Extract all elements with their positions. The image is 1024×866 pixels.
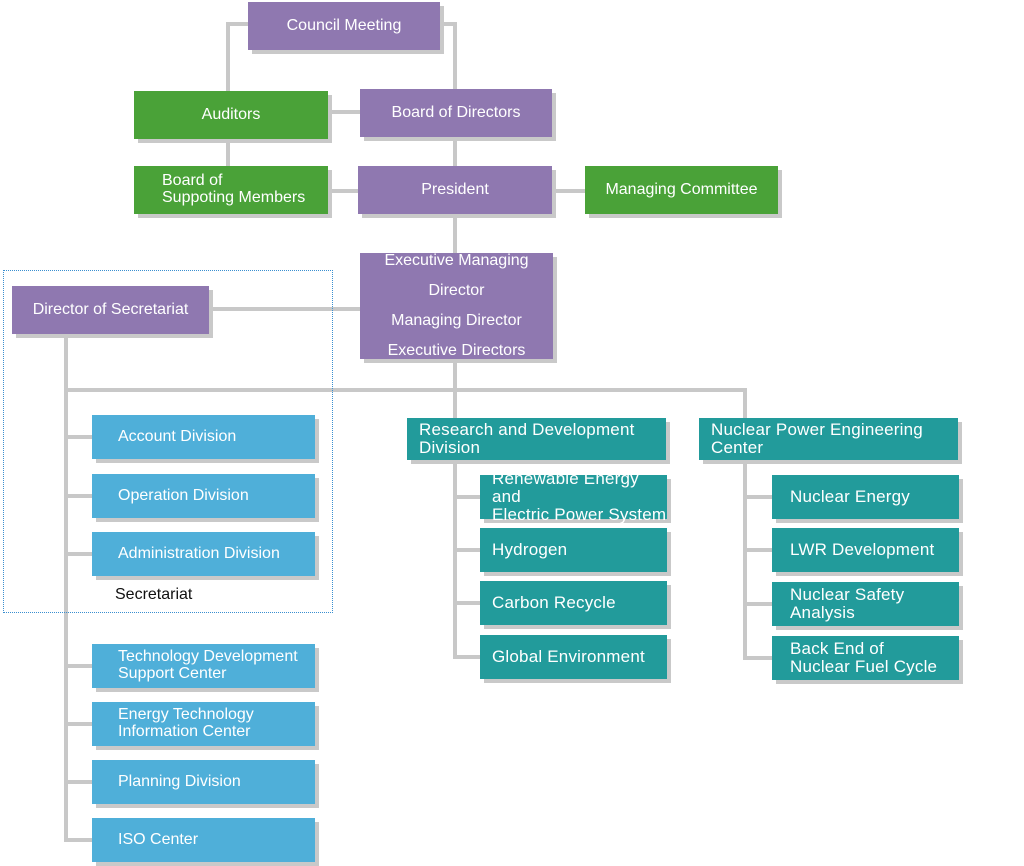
research-and-development-division-box: Research and Development Division	[407, 418, 666, 460]
operation-division-label: Operation Division	[118, 486, 249, 504]
council-meeting-box: Council Meeting	[248, 2, 440, 50]
renewable-energy-box: Renewable Energy and Electric Power Syst…	[480, 470, 667, 523]
energy-technology-information-center-box: Energy Technology Information Center	[92, 702, 315, 746]
lwr-development-box: LWR Development	[772, 528, 959, 572]
auditors-box: Auditors	[134, 91, 328, 139]
technology-development-support-center-label: Technology Development Support Center	[118, 648, 298, 682]
executive-line-3: Executive Directors	[387, 342, 526, 359]
carbon-recycle-box: Carbon Recycle	[480, 581, 667, 625]
operation-division-box: Operation Division	[92, 474, 315, 518]
director-of-secretariat-label: Director of Secretariat	[32, 300, 189, 318]
president-box: President	[358, 166, 552, 214]
carbon-recycle-label: Carbon Recycle	[492, 593, 616, 613]
back-end-nuclear-fuel-cycle-label: Back End of Nuclear Fuel Cycle	[790, 639, 938, 676]
administration-division-box: Administration Division	[92, 532, 315, 576]
global-environment-box: Global Environment	[480, 635, 667, 679]
line-left-trunk	[64, 333, 94, 842]
administration-division-label: Administration Division	[118, 544, 280, 562]
planning-division-box: Planning Division	[92, 760, 315, 804]
iso-center-box: ISO Center	[92, 818, 315, 862]
lwr-development-label: LWR Development	[790, 540, 935, 560]
board-of-directors-box: Board of Directors	[360, 89, 552, 137]
planning-division-label: Planning Division	[118, 772, 241, 790]
executive-box: Executive Managing Director Managing Dir…	[360, 252, 553, 359]
managing-committee-box: Managing Committee	[585, 166, 778, 214]
line-council-auditors	[226, 22, 250, 95]
hydrogen-label: Hydrogen	[492, 540, 568, 560]
managing-committee-label: Managing Committee	[605, 180, 758, 198]
iso-center-label: ISO Center	[118, 830, 199, 848]
line-rd-trunk	[453, 458, 482, 659]
nuclear-safety-analysis-box: Nuclear Safety Analysis	[772, 582, 959, 626]
back-end-nuclear-fuel-cycle-box: Back End of Nuclear Fuel Cycle	[772, 636, 959, 680]
hydrogen-box: Hydrogen	[480, 528, 667, 572]
secretariat-group-border	[3, 270, 333, 613]
auditors-label: Auditors	[201, 105, 261, 123]
nuclear-safety-analysis-label: Nuclear Safety Analysis	[790, 585, 905, 622]
board-of-supporting-members-label: Board of Suppoting Members	[162, 172, 306, 206]
energy-technology-information-center-label: Energy Technology Information Center	[118, 706, 254, 740]
nuclear-energy-label: Nuclear Energy	[790, 487, 910, 507]
nuclear-power-engineering-center-label: Nuclear Power Engineering Center	[711, 420, 923, 457]
director-of-secretariat-box: Director of Secretariat	[12, 286, 209, 334]
global-environment-label: Global Environment	[492, 647, 645, 667]
board-of-supporting-members-box: Board of Suppoting Members	[134, 166, 328, 214]
secretariat-label: Secretariat	[115, 586, 193, 603]
executive-line-1: Executive Managing Director	[384, 252, 529, 299]
nuclear-power-engineering-center-box: Nuclear Power Engineering Center	[699, 418, 958, 460]
council-meeting-label: Council Meeting	[286, 16, 402, 34]
line-nuclear-trunk	[743, 458, 774, 660]
line-council-board	[438, 22, 457, 92]
nuclear-energy-box: Nuclear Energy	[772, 475, 959, 519]
executive-line-2: Managing Director	[391, 312, 522, 329]
president-label: President	[421, 180, 489, 198]
renewable-energy-label: Renewable Energy and Electric Power Syst…	[492, 469, 667, 524]
account-division-label: Account Division	[118, 427, 237, 445]
research-and-development-division-label: Research and Development Division	[419, 420, 635, 457]
technology-development-support-center-box: Technology Development Support Center	[92, 644, 315, 688]
board-of-directors-label: Board of Directors	[391, 103, 521, 121]
account-division-box: Account Division	[92, 415, 315, 459]
